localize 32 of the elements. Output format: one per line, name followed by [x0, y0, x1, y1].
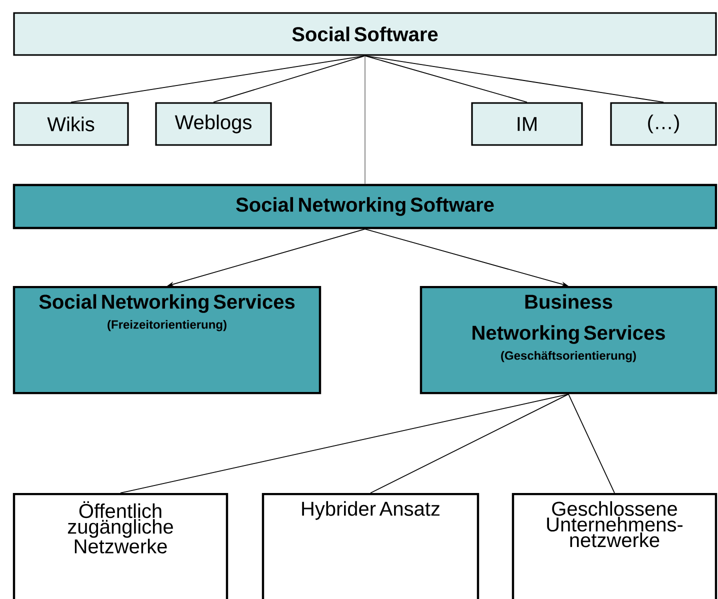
- connector: [70, 55, 366, 103]
- connector: [370, 394, 569, 494]
- node-label: Geschlossene Unternehmens-netzwerke: [547, 501, 683, 548]
- service-box: [420, 286, 718, 394]
- node-label: (…): [648, 114, 679, 134]
- connector: [213, 55, 366, 103]
- category-bar: [12, 184, 718, 230]
- network-type-box: [262, 492, 480, 599]
- service-box: [12, 286, 322, 394]
- category-box: [155, 102, 272, 146]
- category-box: [471, 102, 583, 146]
- connector: [364, 55, 366, 184]
- node-label: Business Networking Services: [472, 294, 665, 344]
- network-type-box: [512, 492, 718, 599]
- category-box: [13, 102, 129, 146]
- node-label: (Freizeitorientierung): [108, 320, 226, 332]
- category-box: [610, 102, 717, 146]
- connector: [120, 394, 569, 494]
- node-label: Wikis: [47, 116, 94, 132]
- node-label: Hybrider Ansatz: [302, 501, 440, 520]
- node-label: Social Networking Services: [39, 294, 295, 313]
- node-label: (Geschäftsorientierung): [501, 350, 636, 362]
- node-label: Social Software: [292, 26, 438, 42]
- node-label: Social Networking Software: [236, 197, 494, 216]
- connector: [568, 394, 615, 494]
- header-bar: [13, 12, 717, 56]
- connector: [364, 55, 664, 103]
- connector: [364, 55, 528, 103]
- node-label: Weblogs: [174, 114, 252, 134]
- node-label: IM: [518, 117, 536, 131]
- network-type-box: [12, 492, 228, 599]
- node-label: Öffentlich zugängliche Netzwerke: [68, 501, 173, 554]
